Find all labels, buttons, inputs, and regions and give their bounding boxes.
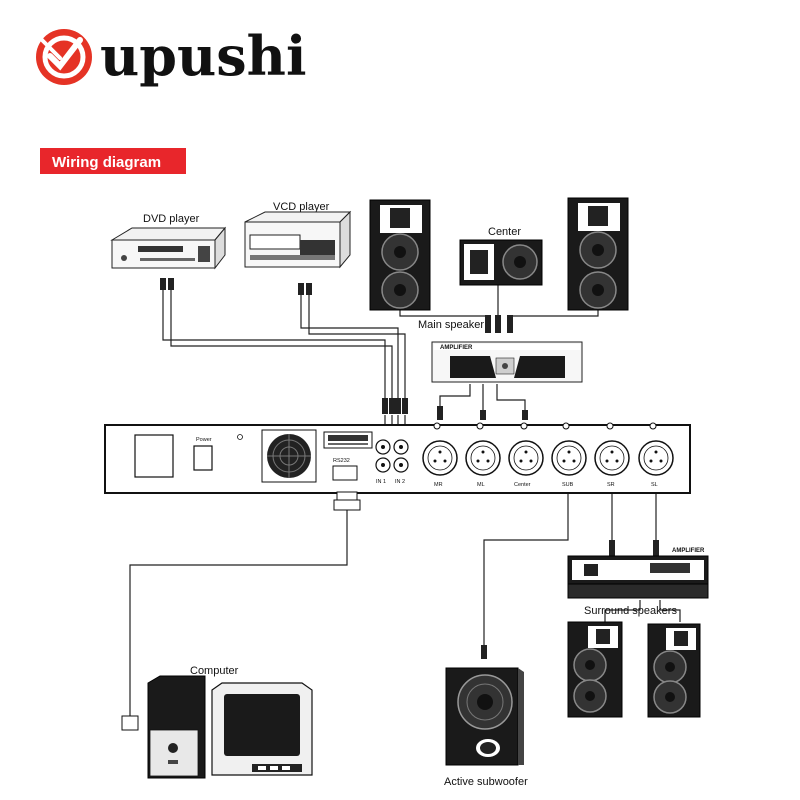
amplifier-bottom-label: AMPLIFIER — [672, 548, 705, 554]
power-switch — [193, 445, 213, 471]
audio-processor: Power RS232 IN 1 IN 2 — [104, 422, 691, 494]
port-ml-label: ML — [477, 482, 485, 488]
port-mr: MR — [422, 440, 458, 488]
in1-label: IN 1 — [376, 479, 386, 485]
computer: Computer — [147, 665, 313, 779]
port-sr-label: SR — [607, 482, 615, 488]
main-speaker-right — [567, 197, 629, 311]
surround-speaker-left — [567, 621, 623, 718]
port-sr: SR — [594, 440, 630, 488]
port-sub-label: SUB — [562, 482, 574, 488]
rs232-port — [332, 465, 358, 481]
port-center-label: Center — [514, 482, 531, 488]
power-label: Power — [196, 437, 212, 443]
dvd-player-label: DVD player — [143, 213, 200, 225]
vcd-player: VCD player — [244, 201, 352, 269]
rs232-label: RS232 — [333, 458, 350, 464]
dvd-player: DVD player — [110, 213, 227, 270]
banner-title: Wiring diagram — [52, 154, 161, 171]
active-subwoofer: Active subwoofer — [444, 667, 528, 788]
port-sl-label: SL — [651, 482, 658, 488]
main-speaker-label: Main speaker — [418, 319, 484, 331]
xlr-output-ports: MR ML Center SUB — [422, 440, 674, 488]
port-sl: SL — [638, 440, 674, 488]
rca-plugs — [160, 278, 659, 659]
upushi-logo-icon — [36, 29, 92, 85]
serial-connector — [121, 491, 361, 731]
amplifier-top-label: AMPLIFIER — [440, 345, 473, 351]
center-label: Center — [488, 226, 521, 238]
port-ml: ML — [465, 440, 501, 488]
center-speaker: Center — [459, 226, 543, 286]
port-mr-label: MR — [434, 482, 443, 488]
brand-logo: upushi — [36, 24, 306, 88]
amplifier-top: AMPLIFIER — [431, 341, 583, 383]
input-jacks — [375, 439, 409, 473]
subwoofer-label: Active subwoofer — [444, 776, 528, 788]
port-sub: SUB — [551, 440, 587, 488]
surround-speakers-label: Surround speakers — [584, 605, 677, 617]
surround-speaker-right — [647, 623, 701, 718]
computer-label: Computer — [190, 665, 239, 677]
amplifier-bottom: AMPLIFIER — [567, 548, 709, 599]
port-center: Center — [508, 440, 544, 488]
vcd-player-label: VCD player — [273, 201, 330, 213]
section-banner: Wiring diagram — [40, 148, 186, 174]
cooling-fan — [261, 429, 317, 483]
main-speaker-left — [369, 199, 431, 311]
in2-label: IN 2 — [395, 479, 405, 485]
brand-name: upushi — [100, 24, 306, 88]
